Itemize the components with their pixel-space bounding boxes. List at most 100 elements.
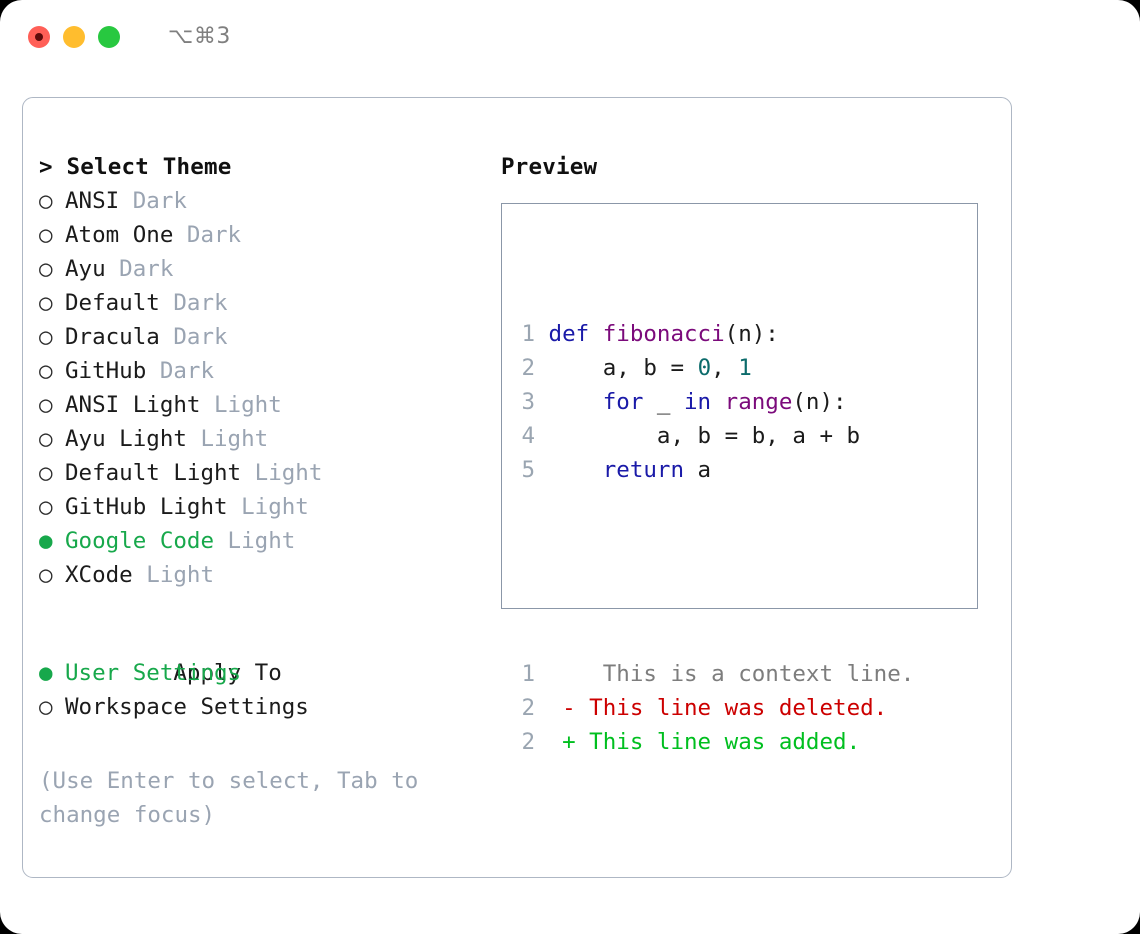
close-button[interactable]	[28, 26, 50, 48]
theme-picker: > Select Theme ○ANSI Dark○Atom One Dark○…	[39, 150, 489, 724]
theme-option-label: Google Code	[65, 528, 215, 554]
diff-spacer	[513, 555, 914, 589]
radio-selected-icon: ●	[39, 660, 53, 686]
code-line: 2 a, b = 0, 1	[513, 351, 914, 385]
line-number: 1	[521, 321, 535, 347]
main-panel: > Select Theme ○ANSI Dark○Atom One Dark○…	[22, 97, 1012, 878]
theme-option-label: Ayu	[65, 256, 106, 282]
theme-option-label: Ayu Light	[65, 426, 187, 452]
line-number: 2	[521, 355, 535, 381]
theme-option[interactable]: ○Ayu Light Light	[39, 422, 489, 456]
select-theme-heading: > Select Theme	[39, 154, 232, 180]
apply-to-option[interactable]: ○Workspace Settings	[39, 690, 489, 724]
theme-option[interactable]: ○ Default Light Light	[39, 456, 489, 490]
line-number: 5	[521, 457, 535, 483]
code-line: 1 def fibonacci(n):	[513, 317, 914, 351]
theme-option-label: Default	[65, 290, 160, 316]
radio-unselected-icon: ○	[39, 256, 53, 282]
theme-option[interactable]: ●Google Code Light	[39, 524, 489, 558]
preview-heading: Preview	[501, 154, 598, 180]
code-token: return	[602, 457, 685, 483]
theme-option-kind: Dark	[159, 290, 228, 316]
code-token: for	[602, 389, 644, 415]
code-token: def	[548, 321, 603, 347]
code-token: a, b = b, a + b	[548, 423, 861, 449]
theme-option-label: Dracula	[65, 324, 160, 350]
radio-unselected-icon: ○	[39, 494, 53, 520]
gutter-space	[535, 457, 549, 483]
radio-selected-icon: ●	[39, 528, 53, 554]
gutter-space	[535, 389, 549, 415]
code-token: (n):	[724, 321, 779, 347]
keyboard-shortcut-label: ⌥⌘3	[168, 24, 231, 49]
diff-lines: 1 This is a context line.2 - This line w…	[513, 657, 914, 759]
diff-line: 2 - This line was deleted.	[513, 691, 914, 725]
diff-text: This is a context line.	[575, 661, 915, 687]
line-number: 3	[521, 389, 535, 415]
gutter-space	[535, 355, 549, 381]
code-token: 0	[697, 355, 712, 381]
theme-option[interactable]: ○ GitHub Dark	[39, 354, 489, 388]
code-token: _	[643, 389, 685, 415]
theme-option[interactable]: ○ Ayu Dark	[39, 252, 489, 286]
apply-to-label: Apply To	[173, 660, 282, 686]
theme-option-label: GitHub Light	[65, 494, 228, 520]
theme-option[interactable]: ○Dracula Dark	[39, 320, 489, 354]
radio-unselected-icon: ○	[39, 324, 53, 350]
code-line: 4 a, b = b, a + b	[513, 419, 914, 453]
radio-unselected-icon: ○	[39, 290, 53, 316]
theme-option-kind: Light	[132, 562, 215, 588]
window-controls	[28, 26, 120, 48]
apply-to-option[interactable]: ●User Settings	[39, 656, 489, 690]
apply-to-list: ●User Settings○Workspace Settings	[39, 656, 489, 724]
code-token	[549, 389, 603, 415]
theme-option-label: GitHub	[65, 358, 147, 384]
radio-unselected-icon: ○	[39, 694, 53, 720]
theme-option-kind: Dark	[146, 358, 215, 384]
line-number: 4	[521, 423, 535, 449]
gutter-space	[535, 661, 562, 687]
maximize-button[interactable]	[98, 26, 120, 48]
theme-option-kind: Light	[241, 460, 323, 486]
theme-option-kind: Light	[200, 392, 282, 418]
diff-sign	[562, 661, 576, 687]
diff-line: 2 + This line was added.	[513, 725, 914, 759]
gutter-space	[535, 695, 562, 721]
theme-option-label: Atom One	[65, 222, 174, 248]
code-token: (n):	[792, 389, 847, 415]
minimize-button[interactable]	[63, 26, 85, 48]
theme-option[interactable]: ○Atom One Dark	[39, 218, 489, 252]
theme-option-label: XCode	[65, 562, 133, 588]
theme-option-label: Default Light	[65, 460, 242, 486]
radio-unselected-icon: ○	[39, 460, 53, 486]
diff-sign: +	[562, 729, 576, 755]
theme-option[interactable]: ○ Default Dark	[39, 286, 489, 320]
diff-line: 1 This is a context line.	[513, 657, 914, 691]
code-token: fibonacci	[602, 321, 725, 347]
keyboard-hint: (Use Enter to select, Tab to change focu…	[39, 768, 419, 828]
gutter-space	[535, 729, 562, 755]
radio-unselected-icon: ○	[39, 188, 53, 214]
theme-option-kind: Light	[186, 426, 269, 452]
theme-option-kind: Dark	[105, 256, 174, 282]
theme-option[interactable]: ○ANSI Dark	[39, 184, 489, 218]
theme-list: ○ ANSI Dark ○ Atom One Dark ○ Ayu Dark ○ Defaul…	[39, 184, 489, 592]
title-bar: ⌥⌘3	[0, 0, 1140, 78]
code-token: a, b =	[548, 355, 698, 381]
preview-section: Preview 1 def fibonacci(n):2 a, b = 0, 1…	[501, 150, 1001, 755]
radio-unselected-icon: ○	[39, 392, 53, 418]
theme-option[interactable]: ○ANSI Light Light	[39, 388, 489, 422]
code-token: 1	[738, 355, 752, 381]
theme-option[interactable]: ○ GitHub Light Light	[39, 490, 489, 524]
gutter-space	[535, 321, 549, 347]
radio-unselected-icon: ○	[39, 222, 53, 248]
code-token: range	[724, 389, 793, 415]
code-line: 3 for _ in range(n):	[513, 385, 914, 419]
theme-option[interactable]: ○XCode Light	[39, 558, 489, 592]
theme-option-label: ANSI	[65, 188, 120, 214]
section-spacer	[39, 592, 489, 622]
theme-option-kind: Light	[227, 494, 309, 520]
radio-unselected-icon: ○	[39, 358, 53, 384]
